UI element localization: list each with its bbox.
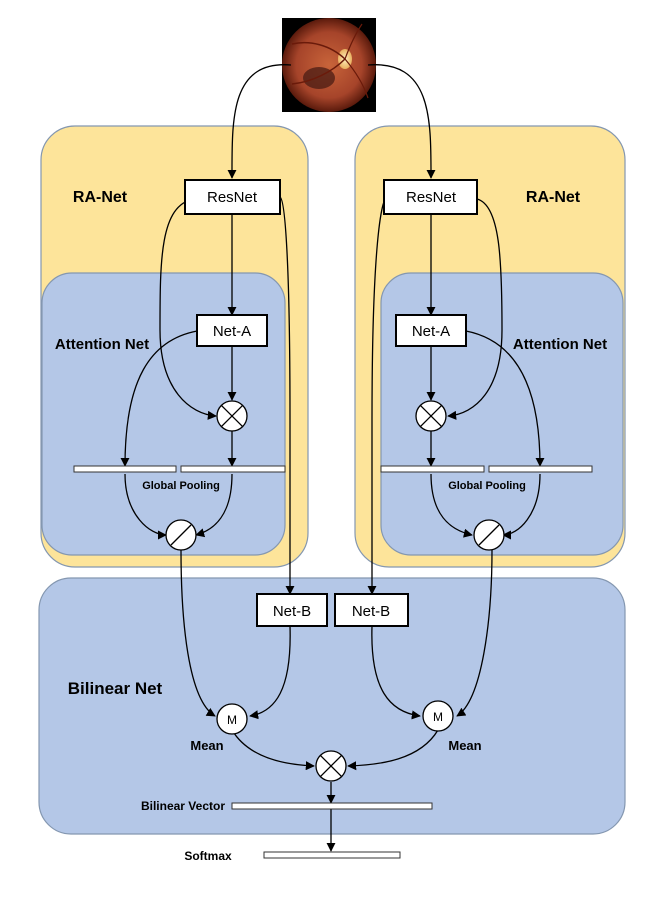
left-ra-net-title: RA-Net [73,189,128,206]
right-net-b-label: Net-B [352,603,390,620]
bilinear-net-title: Bilinear Net [68,679,163,698]
right-net-b-box [334,593,409,627]
softmax-label: Softmax [184,849,232,863]
right-resnet-box [383,179,478,215]
left-divide-icon [165,519,197,551]
left-resnet-box [184,179,281,215]
right-mean-label: Mean [448,738,481,753]
left-net-a-label: Net-A [213,323,251,340]
left-pooling-bar-a [73,465,177,473]
left-pooling-bar-b [180,465,286,473]
left-pooling-label: Global Pooling [142,480,220,492]
right-ra-net-title: RA-Net [526,189,581,206]
fundus-image [282,18,376,112]
bilinear-multiply-icon [315,750,347,782]
right-pooling-label: Global Pooling [448,480,526,492]
right-mean-node: M [422,700,454,732]
right-mean-symbol: M [433,710,443,724]
right-pooling-bar-b [488,465,593,473]
bilinear-vector-bar [231,802,433,810]
left-mean-node: M [216,703,248,735]
left-net-b-box [256,593,328,627]
bilinear-vector-label: Bilinear Vector [141,799,225,813]
left-resnet-label: ResNet [207,189,258,206]
right-net-a-label: Net-A [412,323,450,340]
right-pooling-bar-a [380,465,485,473]
left-net-b-label: Net-B [273,603,311,620]
softmax-bar [263,851,401,859]
right-divide-icon [473,519,505,551]
right-resnet-label: ResNet [406,189,457,206]
bilinear-net-panel [38,577,626,835]
connectors [120,64,545,852]
right-net-a-box [395,314,467,347]
right-multiply-icon [415,400,447,432]
left-attention-title: Attention Net [55,336,149,353]
right-attention-title: Attention Net [513,336,607,353]
left-mean-label: Mean [190,738,223,753]
left-multiply-icon [216,400,248,432]
left-mean-symbol: M [227,713,237,727]
left-net-a-box [196,314,268,347]
